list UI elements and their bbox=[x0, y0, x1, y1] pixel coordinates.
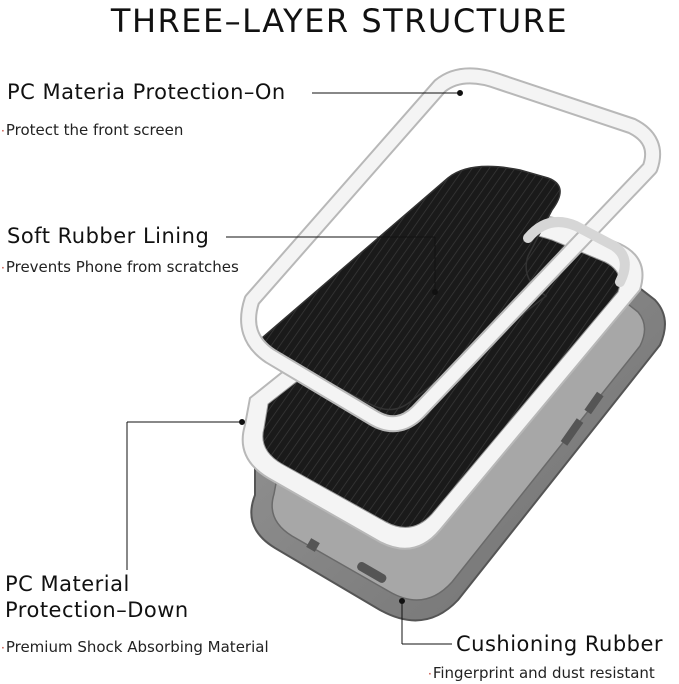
leader-lines bbox=[126, 90, 463, 645]
bullet-icon: · bbox=[1, 124, 5, 138]
callout-cushioning-description: ·Fingerprint and dust resistant bbox=[428, 664, 655, 682]
callout-cushioning-title: Cushioning Rubber bbox=[456, 632, 664, 656]
pc-materia-protection-on bbox=[240, 67, 662, 433]
bullet-icon: · bbox=[1, 641, 5, 655]
callout-pc-materia-description: ·Protect the front screen bbox=[1, 121, 184, 139]
bullet-icon: · bbox=[428, 667, 432, 681]
callout-pc-materia-title: PC Materia Protection–On bbox=[7, 80, 286, 104]
bullet-icon: · bbox=[1, 261, 5, 275]
callout-pc-material-title-line2: Protection–Down bbox=[5, 598, 189, 622]
callout-soft-rubber-title: Soft Rubber Lining bbox=[7, 224, 210, 248]
callout-pc-material-title-line1: PC Material bbox=[5, 572, 130, 596]
callout-pc-material-description: ·Premium Shock Absorbing Material bbox=[1, 638, 269, 656]
page-title: THREE–LAYER STRUCTURE bbox=[110, 2, 569, 40]
callout-soft-rubber-description: ·Prevents Phone from scratches bbox=[1, 258, 239, 276]
